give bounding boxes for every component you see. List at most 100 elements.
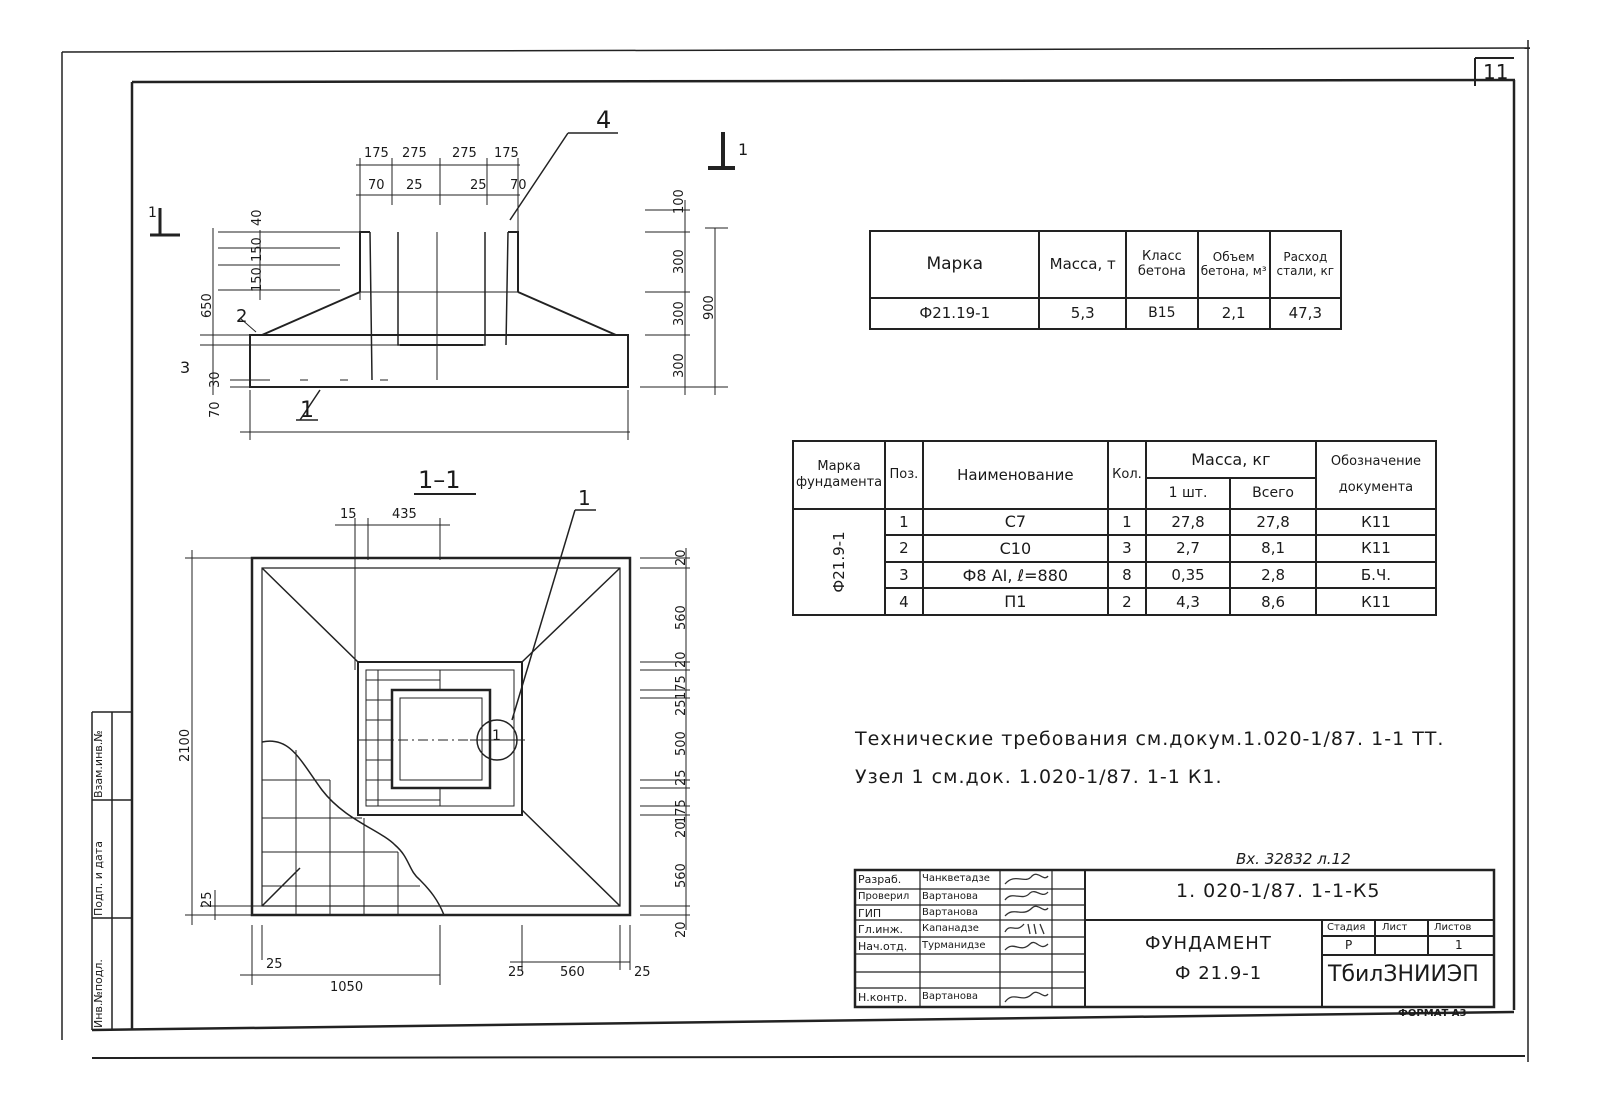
specification-table: Марка фундамента Поз. Наименование Кол. … bbox=[791, 440, 1438, 617]
tb-name-3: Вартанова bbox=[922, 907, 978, 918]
t1-h-class: Класс бетона bbox=[1124, 230, 1199, 299]
dim-left-650: 650 bbox=[200, 293, 215, 318]
plan-dim-r3: 20 bbox=[674, 651, 689, 668]
t1-h-volume: Объем бетона, м³ bbox=[1196, 230, 1271, 299]
t2-r2-pos: 2 bbox=[884, 534, 924, 563]
tb-name-line-2: Ф 21.9-1 bbox=[1175, 963, 1263, 984]
side-stamp-sign: Подп. и дата bbox=[92, 841, 105, 916]
dim-top2-4: 70 bbox=[510, 178, 527, 193]
section-mark-left: 1 bbox=[148, 205, 157, 221]
dim-top2-2: 25 bbox=[406, 178, 423, 193]
t2-r3-name: Ф8 АI, ℓ=880 bbox=[921, 560, 1110, 590]
dim-left-40: 40 bbox=[250, 209, 265, 226]
t2-r2-m1: 2,7 bbox=[1144, 534, 1232, 563]
plan-dim-r10: 560 bbox=[674, 863, 689, 888]
callout-4-label: 4 bbox=[596, 106, 612, 134]
t2-h-pos: Поз. bbox=[884, 440, 924, 510]
tb-name-1: Чанкветадзе bbox=[922, 873, 990, 884]
dim-top-4: 175 bbox=[494, 146, 519, 161]
t1-h-steel: Расход стали, кг bbox=[1268, 230, 1343, 299]
plan-dim-r6: 500 bbox=[674, 731, 689, 756]
plan-dim-r5: 25 bbox=[674, 699, 689, 716]
plan-dim-b5: 25 bbox=[634, 965, 651, 980]
tb-role-4: Гл.инж. bbox=[858, 923, 903, 936]
mass-summary-table: Марка Масса, т Класс бетона Объем бетона… bbox=[868, 230, 1343, 331]
plan-dim-r2: 560 bbox=[674, 605, 689, 630]
note-line-1: Технические требования см.докум.1.020-1/… bbox=[855, 728, 1445, 750]
t1-volume: 2,1 bbox=[1196, 296, 1271, 331]
plan-dim-b1: 25 bbox=[266, 957, 283, 972]
plan-dim-r8: 175 bbox=[674, 799, 689, 824]
plan-node-mark: 1 bbox=[492, 728, 501, 744]
tb-sheet-header: Лист bbox=[1382, 922, 1408, 933]
t2-r1-pos: 1 bbox=[884, 507, 924, 537]
plan-dim-b3: 25 bbox=[508, 965, 525, 980]
plan-dim-2100: 2100 bbox=[178, 728, 193, 762]
t2-r2-name: С10 bbox=[921, 534, 1110, 563]
callout-2-label: 2 bbox=[236, 306, 248, 327]
t1-h-mark: Марка bbox=[868, 230, 1041, 299]
dim-left-70: 70 bbox=[208, 401, 223, 418]
t1-steel: 47,3 bbox=[1268, 296, 1343, 331]
plan-dim-r9: 20 bbox=[674, 821, 689, 838]
tb-role-3: ГИП bbox=[858, 907, 882, 920]
plan-dim-r7: 25 bbox=[674, 769, 689, 786]
tb-doc-code: 1. 020-1/87. 1-1-К5 bbox=[1176, 880, 1381, 902]
t2-r3-mall: 2,8 bbox=[1229, 560, 1317, 590]
t1-h-mass: Масса, т bbox=[1038, 230, 1127, 299]
t2-r2-mall: 8,1 bbox=[1229, 534, 1317, 563]
dim-right-100: 100 bbox=[672, 189, 687, 214]
tb-name-line-1: ФУНДАМЕНТ bbox=[1145, 933, 1272, 954]
dim-right-300c: 300 bbox=[672, 353, 687, 378]
note-line-2: Узел 1 см.док. 1.020-1/87. 1-1 К1. bbox=[855, 766, 1223, 788]
t1-mass: 5,3 bbox=[1038, 296, 1127, 331]
sheet-number: 11 bbox=[1483, 60, 1509, 84]
dim-top-2: 275 bbox=[402, 146, 427, 161]
t2-h-doc: Обозначение документа bbox=[1314, 440, 1438, 510]
t2-mark: Ф21.9-1 bbox=[830, 531, 849, 593]
t2-r4-pos: 4 bbox=[884, 587, 924, 616]
plan-dim-b4: 560 bbox=[560, 965, 585, 980]
t2-r1-name: С7 bbox=[921, 507, 1110, 537]
t2-r4-qty: 2 bbox=[1107, 587, 1147, 616]
dim-top-1: 175 bbox=[364, 146, 389, 161]
t2-r4-m1: 4,3 bbox=[1144, 587, 1232, 616]
dim-left-150b: 150 bbox=[250, 267, 265, 292]
t2-h-mass-all: Всего bbox=[1229, 476, 1317, 510]
t2-h-mass-1: 1 шт. bbox=[1144, 476, 1232, 510]
t2-r4-doc: К11 bbox=[1314, 587, 1438, 616]
t2-r2-qty: 3 bbox=[1107, 534, 1147, 563]
plan-title: 1–1 bbox=[418, 466, 461, 494]
dim-total-900: 900 bbox=[702, 295, 717, 320]
dim-top2-3: 25 bbox=[470, 178, 487, 193]
tb-stage: Р bbox=[1345, 938, 1353, 952]
t2-r1-m1: 27,8 bbox=[1144, 507, 1232, 537]
tb-stage-header: Стадия bbox=[1327, 922, 1366, 933]
t1-mark: Ф21.19-1 bbox=[868, 296, 1041, 331]
plan-dim-435: 435 bbox=[392, 507, 417, 522]
t2-h-mass: Масса, кг bbox=[1144, 440, 1317, 479]
t2-h-name: Наименование bbox=[921, 440, 1110, 510]
plan-dim-15: 15 bbox=[340, 507, 357, 522]
side-stamp-inv: Инв.№подл. bbox=[92, 959, 105, 1028]
plan-callout-1: 1 bbox=[578, 486, 591, 510]
side-stamp-replace: Взам.инв.№ bbox=[92, 730, 105, 798]
dim-left-150a: 150 bbox=[250, 237, 265, 262]
dim-top2-1: 70 bbox=[368, 178, 385, 193]
plan-dim-r4: 175 bbox=[674, 675, 689, 700]
plan-dim-left-25: 25 bbox=[200, 891, 215, 908]
format-label: ФОРМАТ А3 bbox=[1398, 1008, 1467, 1019]
tb-name-2: Вартанова bbox=[922, 891, 978, 902]
section-mark-right: 1 bbox=[738, 140, 749, 159]
tb-sheets: 1 bbox=[1455, 938, 1463, 952]
dim-top-3: 275 bbox=[452, 146, 477, 161]
t2-r3-pos: 3 bbox=[884, 560, 924, 590]
t2-r3-qty: 8 bbox=[1107, 560, 1147, 590]
callout-3-label: 3 bbox=[180, 358, 191, 377]
plan-dim-b2: 1050 bbox=[330, 980, 364, 995]
plan-dim-r11: 20 bbox=[674, 921, 689, 938]
tb-organization: ТбилЗНИИЭП bbox=[1328, 962, 1479, 987]
plan-dim-r1: 20 bbox=[674, 549, 689, 566]
t2-h-mark: Марка фундамента bbox=[791, 440, 887, 510]
